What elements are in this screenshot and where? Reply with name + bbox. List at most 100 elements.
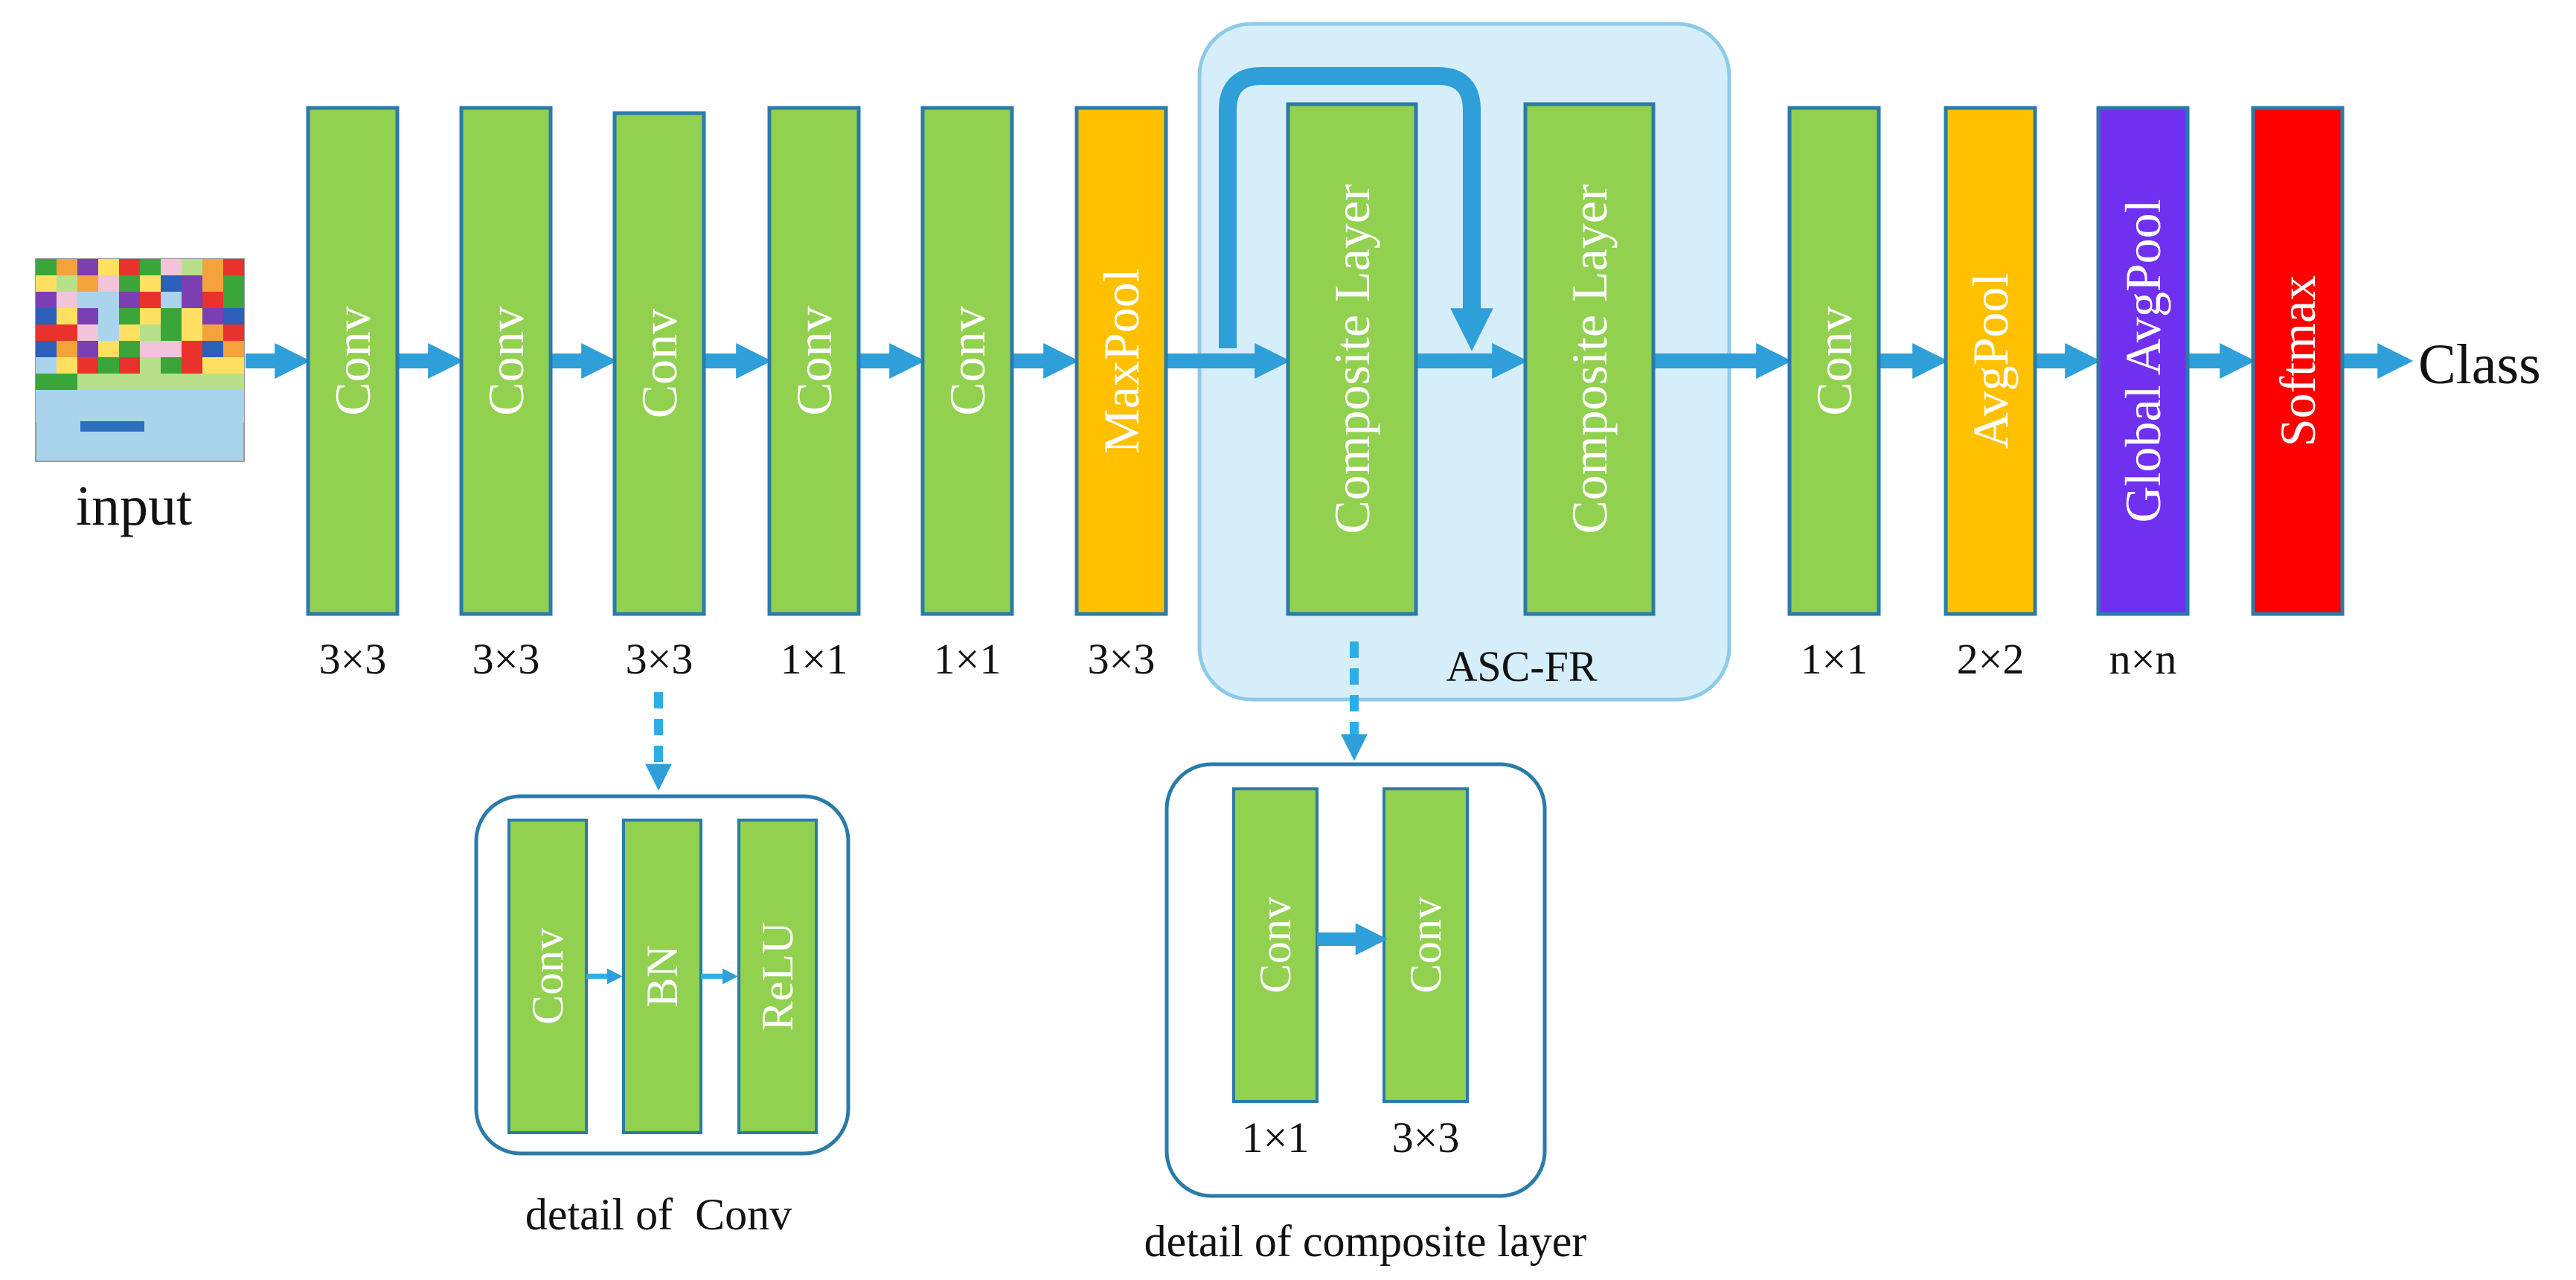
input-pixel [98,357,119,374]
input-pixel [57,374,77,390]
input-image [35,258,245,462]
input-pixel [202,406,223,423]
input-pixel [36,341,57,357]
kernel-size-label: 2×2 [1957,635,2025,683]
input-pixel [36,259,57,275]
input-pixel [98,374,119,390]
input-pixel [140,275,161,292]
composite-detail-caption: detail of composite layer [1144,1217,1587,1266]
composite-detail-conv-label: Conv [1251,897,1300,993]
input-pixel [140,406,161,423]
input-pixel [57,406,77,423]
input-pixel [57,341,77,357]
kernel-size-label: 1×1 [934,635,1002,683]
input-pixel [80,421,144,432]
input-pixel [140,292,161,308]
conv-block-label: Conv [786,306,842,415]
input-pixel [98,308,119,324]
input-pixel [119,324,140,341]
conv-detail-caption: detail of Conv [525,1190,792,1239]
input-pixel [161,390,182,406]
input-pixel [182,275,202,292]
input-pixel [182,308,202,324]
input-pixel [223,374,244,390]
maxpool-block-label: MaxPool [1093,268,1150,453]
input-pixel [140,374,161,390]
avgpool-block-label: AvgPool [1962,273,2019,449]
input-pixel [182,374,202,390]
conv-block [1787,106,1881,616]
asc-fr-label: ASC-FR [1446,642,1597,691]
input-pixel [77,259,98,275]
kernel-size-label: 3×3 [472,635,540,683]
input-pixel [36,406,57,423]
input-pixel [57,390,77,406]
input-pixel [36,275,57,292]
input-pixel [202,292,223,308]
input-pixel [161,374,182,390]
input-pixel [140,308,161,324]
input-pixel [202,324,223,341]
input-pixel [98,275,119,292]
kernel-size-label: n×n [2109,635,2177,683]
output-label: Class [2418,333,2541,396]
composite-layer-block-label: Composite Layer [1324,184,1380,534]
maxpool-block [1074,106,1168,616]
input-pixel [77,275,98,292]
kernel-size-label: 3×3 [319,635,387,683]
input-pixel [202,259,223,275]
avgpool-block [1944,106,2037,616]
input-pixel [119,374,140,390]
input-pixel [77,374,98,390]
input-pixel [57,308,77,324]
conv-block-label: Conv [1806,306,1862,415]
input-pixel [77,308,98,324]
input-pixel [202,341,223,357]
input-pixel [182,406,202,423]
input-pixel [98,324,119,341]
input-pixel [119,275,140,292]
input-pixel [182,357,202,374]
input-pixel [202,275,223,292]
input-pixel [119,259,140,275]
input-pixel [98,341,119,357]
composite-layer-block-label: Composite Layer [1561,184,1618,534]
input-pixel [36,374,57,390]
input-pixel [140,390,161,406]
input-pixel [36,357,57,374]
conv-block [612,111,706,616]
input-pixel [182,292,202,308]
input-pixel [161,259,182,275]
input-pixel [77,357,98,374]
kernel-size-label: 3×3 [1088,635,1156,683]
softmax-block-label: Softmax [2269,275,2326,447]
input-pixel [98,406,119,423]
global-avgpool-block [2096,106,2190,616]
composite-detail-conv-block [1232,787,1319,1103]
conv-block-label: Conv [631,309,688,418]
composite-layer-block [1286,102,1418,616]
bn-detail-label: BN [638,945,687,1007]
input-pixel [140,259,161,275]
input-pixel [36,390,57,406]
input-pixel [77,292,98,308]
composite-detail-kernel-label: 1×1 [1242,1113,1310,1162]
softmax-block [2251,106,2345,616]
kernel-size-label: 1×1 [781,635,848,683]
composite-detail-kernel-label: 3×3 [1392,1113,1460,1162]
conv-block [306,106,400,616]
input-pixel [223,406,244,423]
input-pixel [161,324,182,341]
input-pixel [202,374,223,390]
input-pixel [223,308,244,324]
kernel-size-label: 3×3 [626,635,693,683]
conv-block [459,106,553,616]
input-pixel [57,259,77,275]
input-pixel [98,292,119,308]
input-pixel [161,341,182,357]
